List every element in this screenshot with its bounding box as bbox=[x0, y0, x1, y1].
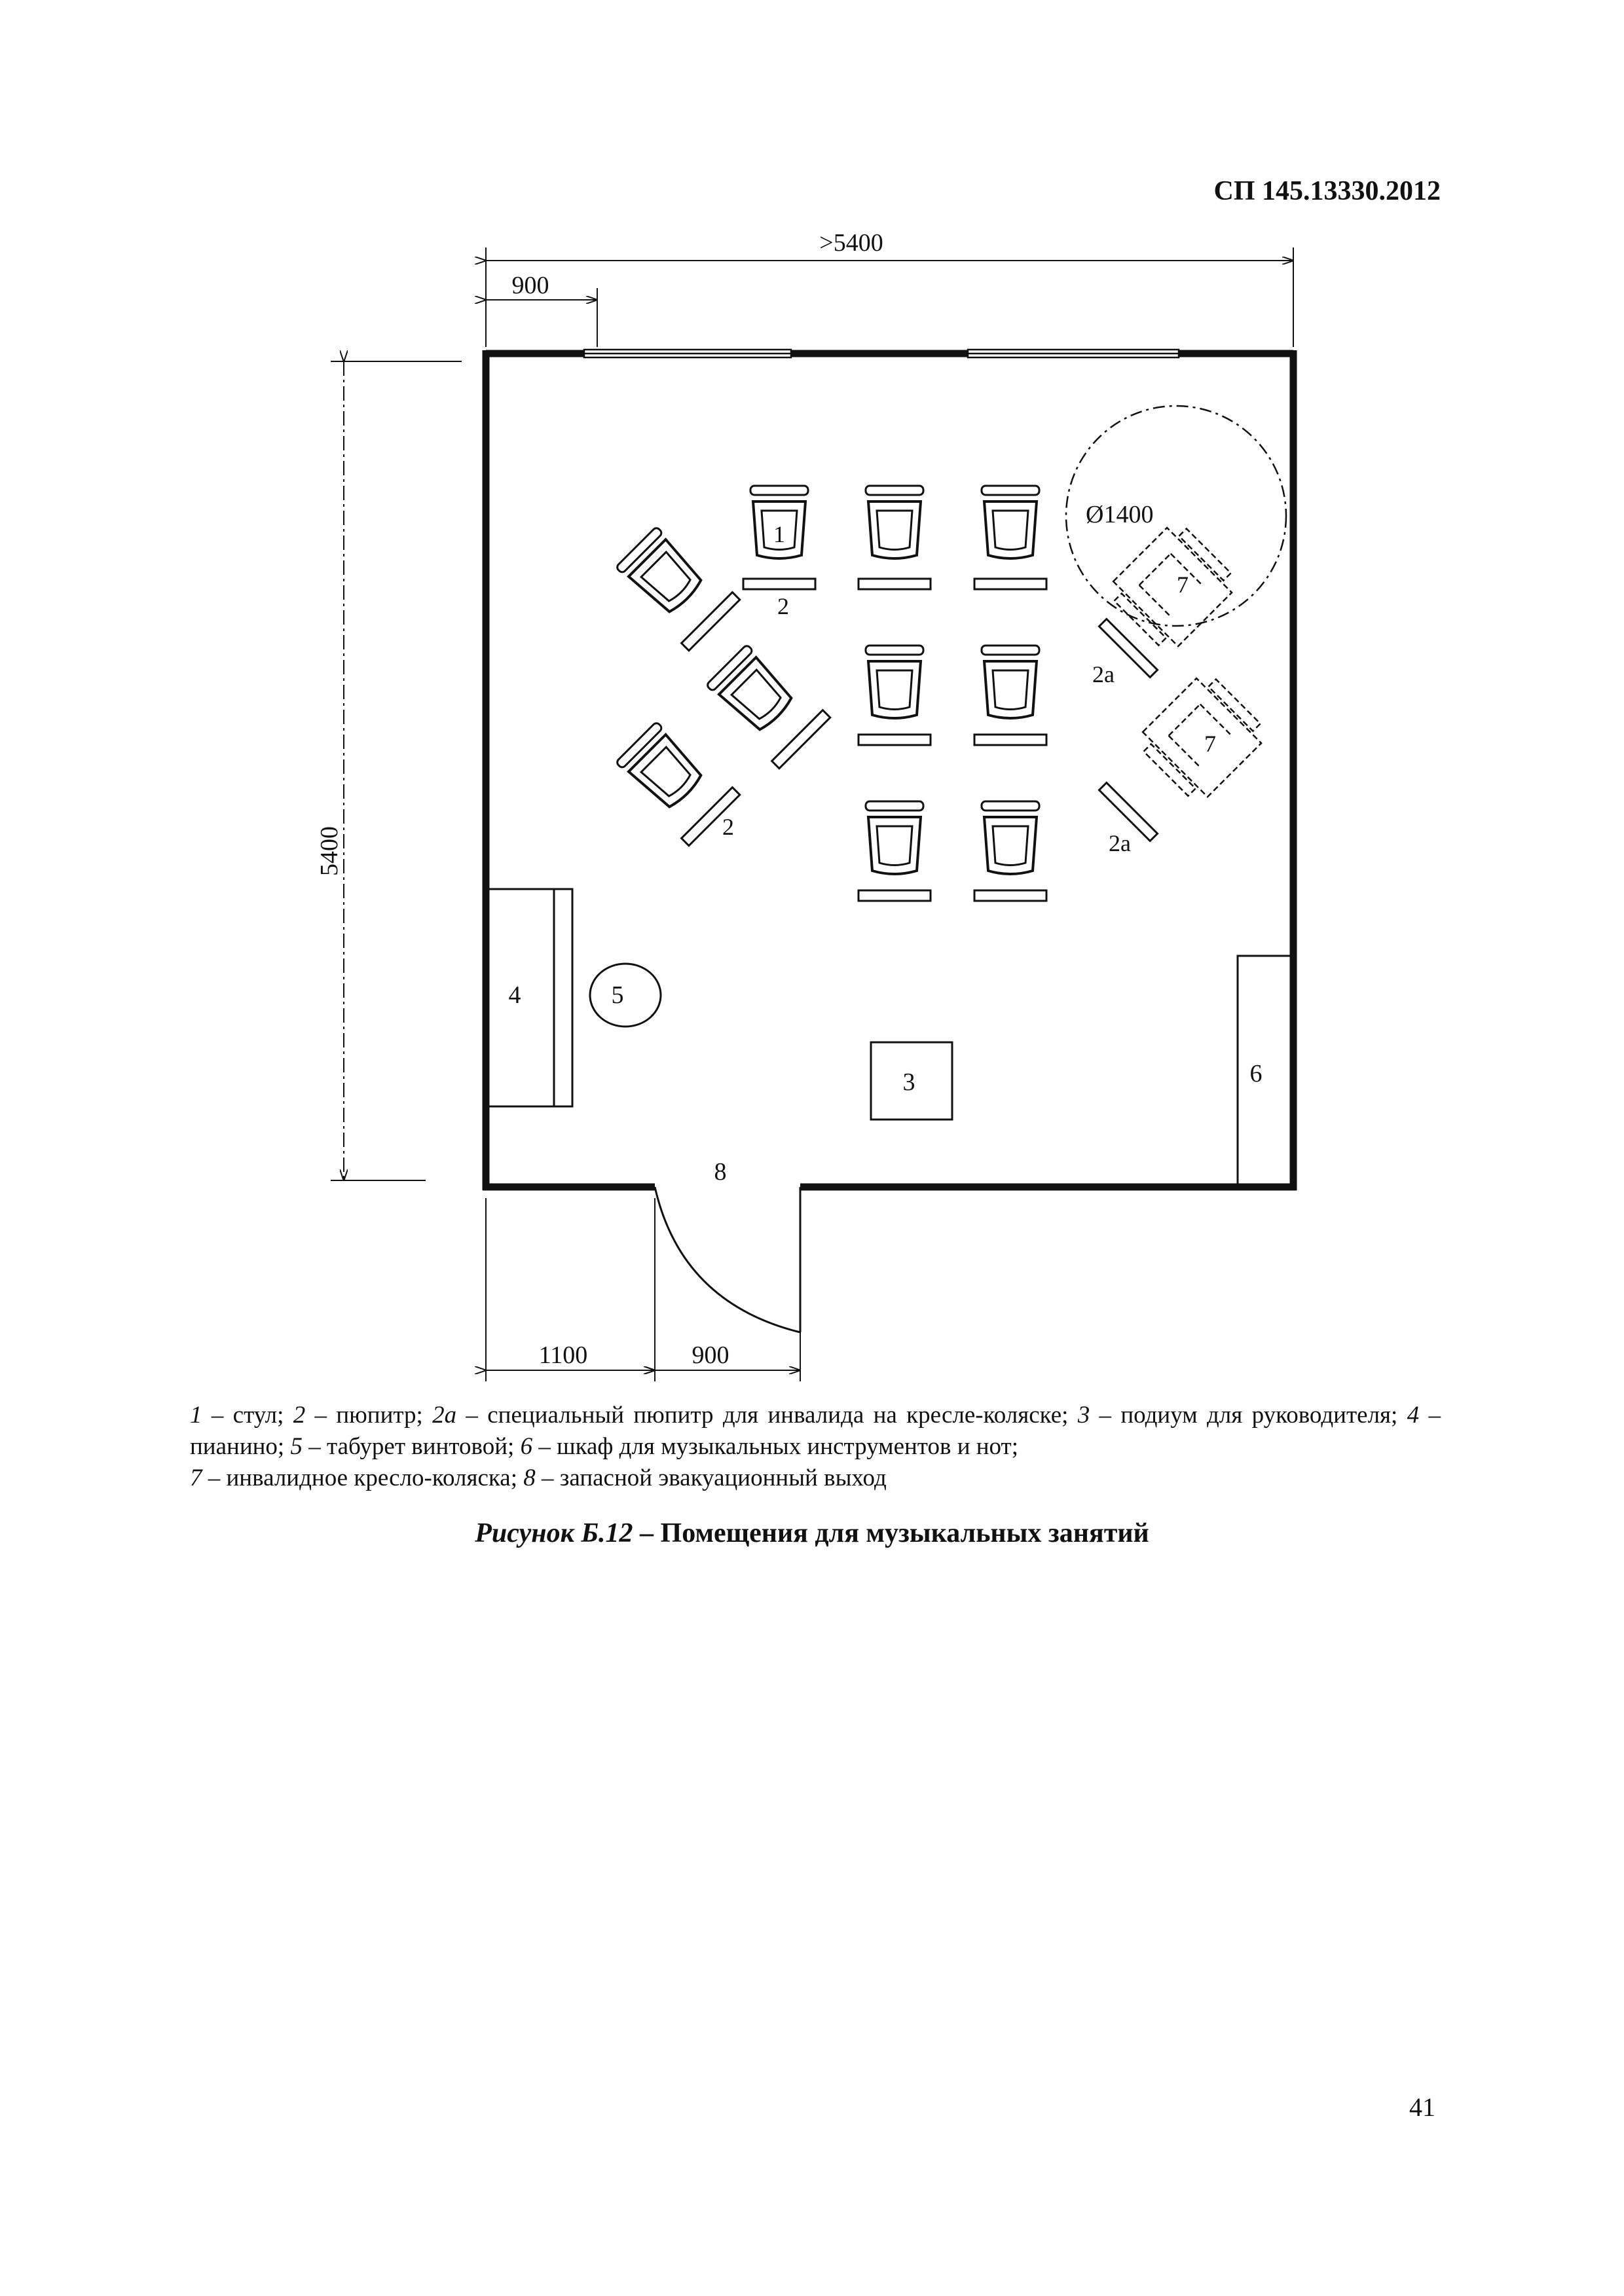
marker-chair: 1 bbox=[773, 521, 785, 547]
marker-special-stand: 2a bbox=[1092, 661, 1115, 687]
legend-key: 2 bbox=[293, 1402, 306, 1429]
legend-key: 1 bbox=[190, 1402, 202, 1429]
marker-stool: 5 bbox=[612, 981, 624, 1009]
legend-key: 4 bbox=[1407, 1402, 1420, 1429]
marker-stand: 2 bbox=[777, 593, 789, 619]
legend-text: – шкаф для музыкальных инструментов и но… bbox=[532, 1433, 1019, 1460]
figure-caption: Рисунок Б.12 – Помещения для музыкальных… bbox=[0, 1518, 1624, 1549]
legend-key: 2а bbox=[432, 1402, 457, 1429]
turning-circle-label: Ø1400 bbox=[1086, 501, 1153, 528]
dim-exit-width: 900 bbox=[692, 1341, 729, 1369]
page-number: 41 bbox=[1409, 2092, 1435, 2122]
chair-row-3 bbox=[857, 800, 1048, 902]
legend-text: – инвалидное кресло-коляска; bbox=[202, 1465, 524, 1491]
cabinet bbox=[1236, 955, 1295, 1188]
legend-key: 8 bbox=[523, 1465, 536, 1491]
chair-diagonal bbox=[701, 639, 832, 770]
legend-key: 7 bbox=[190, 1465, 202, 1491]
marker-piano: 4 bbox=[509, 981, 521, 1009]
turning-circle bbox=[1065, 405, 1287, 627]
caption-separator: – bbox=[633, 1518, 661, 1548]
dimension-lines bbox=[331, 247, 1294, 1381]
chair-diagonal bbox=[610, 716, 741, 847]
room-walls bbox=[482, 350, 1297, 1191]
exit-door bbox=[654, 1186, 802, 1334]
legend-text: – табурет винтовой; bbox=[302, 1433, 521, 1460]
caption-title: Помещения для музыкальных занятий bbox=[660, 1518, 1149, 1548]
dim-room-depth: 5400 bbox=[316, 826, 343, 876]
marker-special-stand: 2a bbox=[1109, 830, 1131, 856]
legend-text: – пианино; bbox=[190, 1402, 1441, 1460]
piano bbox=[485, 888, 574, 1108]
legend-text: – пюпитр; bbox=[305, 1402, 433, 1429]
marker-exit: 8 bbox=[714, 1158, 727, 1186]
dim-window-offset: 900 bbox=[512, 272, 549, 299]
stool bbox=[589, 962, 662, 1028]
legend: 1 – стул; 2 – пюпитр; 2а – специальный п… bbox=[190, 1400, 1441, 1494]
chair-row-1 bbox=[742, 484, 1048, 591]
wheelchair bbox=[1141, 677, 1263, 798]
wheelchair bbox=[1112, 526, 1233, 647]
floor-plan: >5400 900 5400 1100 900 8 Ø1400 bbox=[316, 229, 1297, 1381]
legend-text: – стул; bbox=[202, 1402, 293, 1429]
dim-total-width: >5400 bbox=[819, 229, 883, 257]
marker-wheelchair: 7 bbox=[1177, 572, 1189, 598]
legend-text: – запасной эвакуационный выход bbox=[535, 1465, 887, 1491]
document-code: СП 145.13330.2012 bbox=[1213, 176, 1441, 206]
legend-key: 3 bbox=[1077, 1402, 1090, 1429]
caption-lead: Рисунок Б.12 bbox=[475, 1518, 633, 1548]
chair-diagonal bbox=[610, 521, 741, 652]
windows bbox=[583, 348, 1180, 359]
marker-podium: 3 bbox=[903, 1068, 915, 1096]
legend-key: 5 bbox=[290, 1433, 303, 1460]
marker-cabinet: 6 bbox=[1250, 1060, 1263, 1087]
podium bbox=[870, 1041, 953, 1121]
chair-row-2 bbox=[857, 644, 1048, 746]
legend-key: 6 bbox=[520, 1433, 533, 1460]
marker-wheelchair: 7 bbox=[1204, 731, 1216, 757]
marker-stand-diagonal: 2 bbox=[722, 814, 734, 840]
legend-text: – специальный пюпитр для инвалида на кре… bbox=[456, 1402, 1078, 1429]
legend-text: – подиум для руководителя; bbox=[1090, 1402, 1407, 1429]
dim-exit-offset: 1100 bbox=[539, 1341, 588, 1369]
